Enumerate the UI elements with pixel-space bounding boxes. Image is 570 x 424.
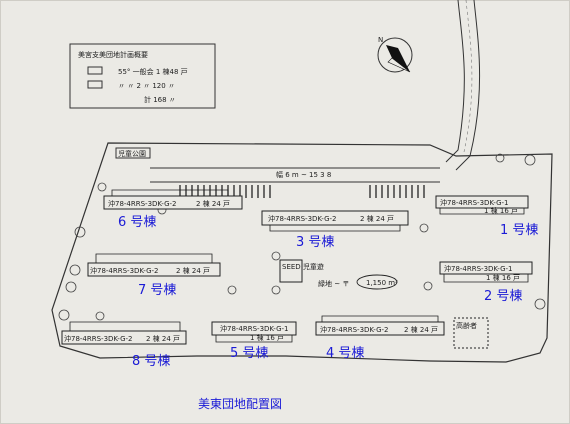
building-7-footprint	[87, 262, 221, 277]
tree-icon	[534, 298, 546, 310]
building-5-footprint	[211, 321, 297, 336]
access-road	[445, 0, 481, 171]
access-road-centerline	[463, 0, 473, 153]
building-8[interactable]: 沖78-4RRS-3DK-G-2 2 棟 24 戸 8 号棟	[61, 321, 187, 369]
tree-icon	[271, 285, 281, 295]
tree-icon	[95, 311, 105, 321]
building-5-balcony	[215, 335, 293, 343]
building-6[interactable]: 沖78-4RRS-3DK-G-2 2 棟 24 戸 6 号棟	[103, 189, 243, 230]
tree-icon	[495, 153, 505, 163]
building-5[interactable]: 沖78-4RRS-3DK-G-1 1 棟 16 戸 5 号棟	[211, 321, 297, 361]
tree-icon	[423, 281, 433, 291]
legend-frame	[69, 43, 216, 109]
building-4[interactable]: 沖78-4RRS-3DK-G-2 2 棟 24 戸 4 号棟	[315, 315, 445, 361]
building-7-code: 沖78-4RRS-3DK-G-2	[90, 266, 158, 275]
building-4-footprint	[315, 321, 445, 336]
building-8-label: 8 号棟	[132, 354, 170, 369]
tree-icon	[74, 226, 86, 238]
legend-title: 美宮支美団地計画概要	[78, 50, 148, 59]
building-1[interactable]: 沖78-4RRS-3DK-G-1 1 棟 16 戸 1 号棟	[435, 195, 538, 238]
building-2-meta: 1 棟 16 戸	[486, 273, 520, 282]
building-8-balcony	[69, 321, 181, 331]
building-3-label: 3 号棟	[296, 235, 334, 250]
playground-small	[279, 259, 303, 283]
north-arrow-needle-icon	[386, 45, 410, 72]
building-7-balcony	[95, 253, 213, 263]
building-1-meta: 1 棟 16 戸	[484, 206, 518, 215]
tree-icon	[271, 251, 281, 261]
tree-icon	[97, 182, 107, 192]
map-caption: 美東団地配置図	[198, 397, 282, 411]
building-1-code: 沖78-4RRS-3DK-G-1	[440, 198, 508, 207]
site-boundary	[51, 142, 553, 363]
north-label: N	[378, 36, 383, 44]
building-4-balcony	[321, 315, 439, 322]
building-3-footprint	[261, 210, 409, 226]
facility-top-left	[115, 147, 151, 159]
legend-row-1: 55° 一般会 1 棟48 戸	[118, 67, 188, 76]
pond-area-label: 1,150 m²	[366, 279, 398, 287]
tree-icon	[65, 281, 77, 293]
access-road-edge-left	[445, 0, 465, 163]
building-2-balcony	[443, 274, 529, 283]
legend-row-3: 計 168 〃	[144, 95, 176, 104]
building-7-label: 7 号棟	[138, 283, 176, 298]
tree-icon	[419, 223, 429, 233]
internal-road: 幅 6 m ~ 15 3 8	[150, 167, 440, 198]
building-2[interactable]: 沖78-4RRS-3DK-G-1 1 棟 16 戸 2 号棟	[439, 261, 533, 304]
legend: 美宮支美団地計画概要 55° 一般会 1 棟48 戸 〃 〃 2 〃 120 〃…	[69, 43, 216, 109]
building-7[interactable]: 沖78-4RRS-3DK-G-2 2 棟 24 戸 7 号棟	[87, 253, 221, 298]
building-5-label: 5 号棟	[230, 346, 268, 361]
building-4-code: 沖78-4RRS-3DK-G-2	[320, 325, 388, 334]
building-6-meta: 2 棟 24 戸	[196, 199, 230, 208]
facility-top-left-label: 児童公園	[118, 149, 146, 158]
pond	[356, 274, 398, 290]
north-arrow: N	[377, 36, 413, 73]
building-3-meta: 2 棟 24 戸	[360, 214, 394, 223]
north-arrow-circle	[377, 37, 413, 73]
facility-right-bottom	[453, 317, 489, 349]
building-5-meta: 1 棟 16 戸	[250, 333, 284, 342]
building-4-meta: 2 棟 24 戸	[404, 325, 438, 334]
trees	[58, 153, 546, 321]
tree-icon	[524, 154, 536, 166]
road-label: 幅 6 m ~ 15 3 8	[276, 170, 331, 179]
building-2-footprint	[439, 261, 533, 275]
building-6-balcony	[111, 189, 229, 196]
tree-icon	[227, 285, 237, 295]
tree-icon	[58, 309, 70, 321]
building-8-code: 沖78-4RRS-3DK-G-2	[64, 334, 132, 343]
building-1-footprint	[435, 195, 529, 209]
facility-right-bottom-label: 高齢者	[456, 321, 477, 330]
building-3-balcony	[269, 225, 401, 232]
legend-swatch-2	[87, 80, 103, 89]
legend-swatch-1	[87, 66, 103, 75]
playground-small-label: SEED 児童遊	[282, 262, 324, 271]
legend-row-2: 〃 〃 2 〃 120 〃	[118, 82, 175, 90]
building-1-balcony	[439, 208, 525, 215]
access-road-edge-right	[455, 0, 481, 171]
building-3-code: 沖78-4RRS-3DK-G-2	[268, 214, 336, 223]
building-6-label: 6 号棟	[118, 215, 156, 230]
building-6-code: 沖78-4RRS-3DK-G-2	[108, 199, 176, 208]
building-5-code: 沖78-4RRS-3DK-G-1	[220, 324, 288, 333]
building-3[interactable]: 沖78-4RRS-3DK-G-2 2 棟 24 戸 3 号棟	[261, 210, 409, 250]
building-7-meta: 2 棟 24 戸	[176, 266, 210, 275]
building-2-label: 2 号棟	[484, 289, 522, 304]
north-arrow-tail-icon	[387, 57, 411, 73]
building-1-label: 1 号棟	[500, 223, 538, 238]
building-4-label: 4 号棟	[326, 346, 364, 361]
building-2-code: 沖78-4RRS-3DK-G-1	[444, 264, 512, 273]
tree-icon	[69, 264, 81, 276]
building-8-footprint	[61, 330, 187, 345]
center-note: 緑地 ~ 〒	[318, 279, 349, 288]
building-8-meta: 2 棟 24 戸	[146, 334, 180, 343]
building-6-footprint	[103, 195, 243, 210]
